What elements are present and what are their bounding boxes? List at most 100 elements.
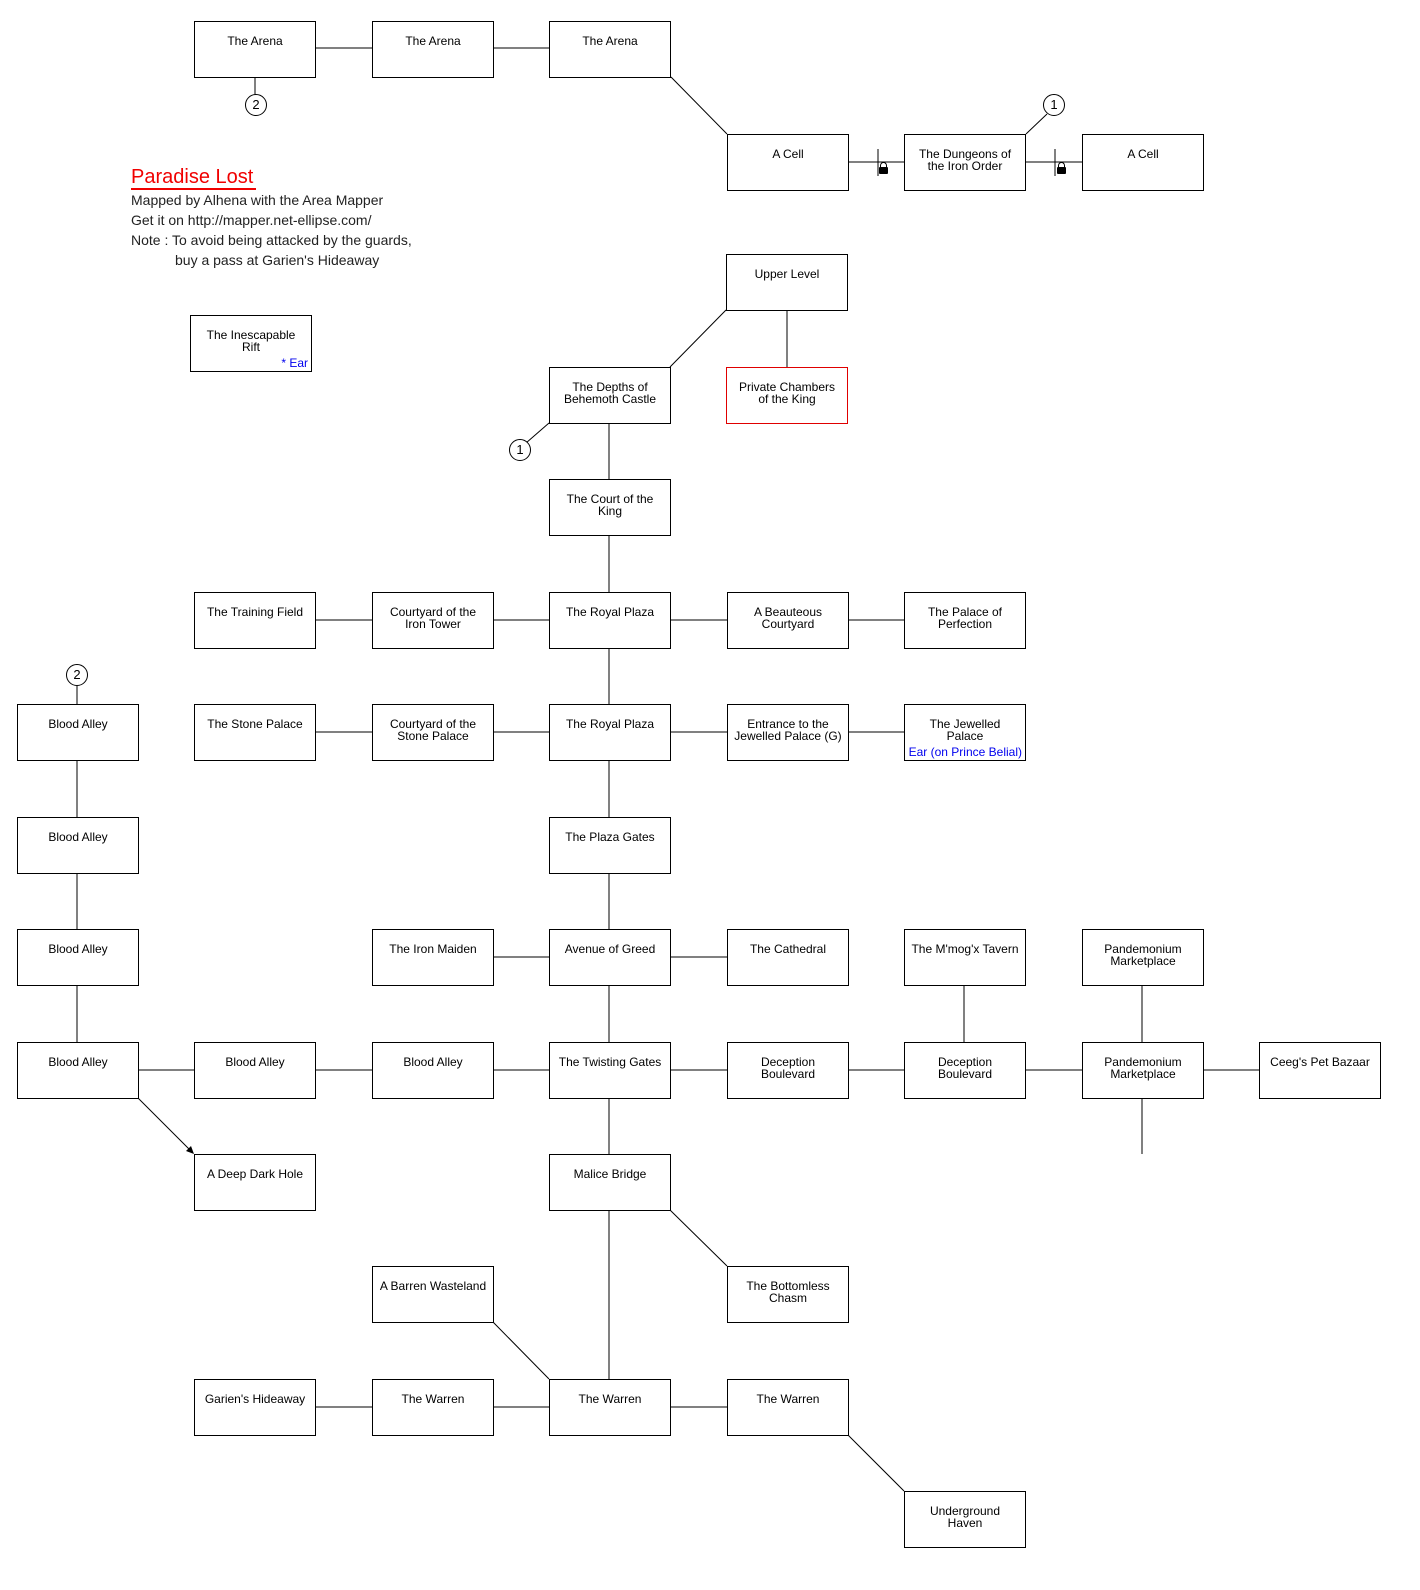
room-name: Upper Level (754, 267, 820, 281)
room[interactable]: Blood Alley (194, 1042, 316, 1099)
room[interactable]: Avenue of Greed (549, 929, 671, 986)
room[interactable]: The Palace of Perfection (904, 592, 1026, 649)
room[interactable]: Deception Boulevard (727, 1042, 849, 1099)
room-name: The Training Field (206, 605, 304, 619)
room[interactable]: The M'mog'x Tavern (904, 929, 1026, 986)
room-note: * Ear (281, 356, 308, 370)
room-name: Malice Bridge (573, 1167, 647, 1181)
room[interactable]: Underground Haven (904, 1491, 1026, 1548)
room-name: A Cell (772, 147, 804, 161)
room-name: A Barren Wasteland (379, 1279, 487, 1293)
room[interactable]: The Royal Plaza (549, 704, 671, 761)
room-name: A Cell (1127, 147, 1159, 161)
room[interactable]: The Iron Maiden (372, 929, 494, 986)
room[interactable]: The Warren (372, 1379, 494, 1436)
room-name: Courtyard of the Iron Tower (389, 605, 477, 631)
url-line: Get it on http://mapper.net-ellipse.com/ (131, 212, 372, 228)
room-name: The Twisting Gates (558, 1055, 662, 1069)
room-name: Garien's Hideaway (204, 1392, 306, 1406)
link-marker[interactable]: 1 (1043, 94, 1065, 116)
room[interactable]: Pandemonium Marketplace (1082, 1042, 1204, 1099)
room[interactable]: Ceeg's Pet Bazaar (1259, 1042, 1381, 1099)
connection-line (525, 422, 550, 444)
link-marker[interactable]: 1 (509, 439, 531, 461)
map-title: Paradise Lost (131, 166, 257, 190)
room-name: The Inescapable Rift (206, 328, 296, 354)
room[interactable]: Upper Level (726, 254, 848, 311)
room-name: The Bottomless Chasm (746, 1279, 830, 1305)
note-line-2: buy a pass at Garien's Hideaway (175, 252, 380, 268)
room-name: Deception Boulevard (760, 1055, 816, 1081)
room[interactable]: A Beauteous Courtyard (727, 592, 849, 649)
room-name: The Arena (405, 34, 461, 48)
room[interactable]: A Deep Dark Hole (194, 1154, 316, 1211)
room[interactable]: Blood Alley (17, 929, 139, 986)
room[interactable]: Malice Bridge (549, 1154, 671, 1211)
room[interactable]: Deception Boulevard (904, 1042, 1026, 1099)
room-name: The Jewelled Palace (929, 717, 1001, 743)
room-name: Pandemonium Marketplace (1104, 1055, 1182, 1081)
room[interactable]: The Warren (549, 1379, 671, 1436)
room-name: The Dungeons of the Iron Order (918, 147, 1012, 173)
room[interactable]: The Arena (372, 21, 494, 78)
room[interactable]: A Cell (727, 134, 849, 191)
room[interactable]: The Cathedral (727, 929, 849, 986)
room[interactable]: A Barren Wasteland (372, 1266, 494, 1323)
room-name: The Court of the King (566, 492, 654, 518)
connection-line (137, 1097, 193, 1153)
room[interactable]: The Twisting Gates (549, 1042, 671, 1099)
room[interactable]: Blood Alley (372, 1042, 494, 1099)
room-note: Ear (on Prince Belial) (908, 745, 1022, 759)
room[interactable]: Courtyard of the Iron Tower (372, 592, 494, 649)
lock-icon (1057, 162, 1066, 174)
room[interactable]: The Depths of Behemoth Castle (549, 367, 671, 424)
room[interactable]: The Bottomless Chasm (727, 1266, 849, 1323)
room-name: Blood Alley (225, 1055, 285, 1069)
room[interactable]: The Inescapable Rift * Ear (190, 315, 312, 372)
room[interactable]: The Dungeons of the Iron Order (904, 134, 1026, 191)
room-name: The Royal Plaza (565, 717, 655, 731)
room-name: Entrance to the Jewelled Palace (G) (734, 717, 842, 743)
connection-line (669, 1209, 728, 1267)
room[interactable]: The Stone Palace (194, 704, 316, 761)
room-name: The Warren (401, 1392, 465, 1406)
room-name: Underground Haven (929, 1504, 1001, 1530)
room[interactable]: The Plaza Gates (549, 817, 671, 874)
room[interactable]: Blood Alley (17, 817, 139, 874)
room[interactable]: The Training Field (194, 592, 316, 649)
room[interactable]: Blood Alley (17, 704, 139, 761)
room[interactable]: The Arena (194, 21, 316, 78)
room-name: The Warren (756, 1392, 820, 1406)
room-name: Blood Alley (48, 1055, 108, 1069)
room[interactable]: Entrance to the Jewelled Palace (G) (727, 704, 849, 761)
room-name: The Royal Plaza (565, 605, 655, 619)
room[interactable]: Private Chambers of the King (726, 367, 848, 424)
room-name: The Palace of Perfection (927, 605, 1003, 631)
room[interactable]: The Warren (727, 1379, 849, 1436)
lock-icon (879, 162, 888, 174)
room[interactable]: A Cell (1082, 134, 1204, 191)
room-name: A Beauteous Courtyard (753, 605, 823, 631)
room[interactable]: The Royal Plaza (549, 592, 671, 649)
room-name: The Cathedral (749, 942, 827, 956)
room[interactable]: The Court of the King (549, 479, 671, 536)
room[interactable]: Garien's Hideaway (194, 1379, 316, 1436)
room-name: Blood Alley (48, 942, 108, 956)
note-line: Note : To avoid being attacked by the gu… (131, 232, 412, 248)
room-name: Deception Boulevard (937, 1055, 993, 1081)
room[interactable]: The Arena (549, 21, 671, 78)
room-name: Private Chambers of the King (738, 380, 836, 406)
link-marker[interactable]: 2 (66, 664, 88, 686)
room[interactable]: Pandemonium Marketplace (1082, 929, 1204, 986)
room[interactable]: Courtyard of the Stone Palace (372, 704, 494, 761)
arrow-head-icon (186, 1146, 194, 1154)
connection-line (670, 76, 728, 135)
room-name: The Plaza Gates (565, 830, 655, 844)
room-name: The Warren (578, 1392, 642, 1406)
room-name: Blood Alley (403, 1055, 463, 1069)
room[interactable]: Blood Alley (17, 1042, 139, 1099)
link-marker[interactable]: 2 (245, 94, 267, 116)
